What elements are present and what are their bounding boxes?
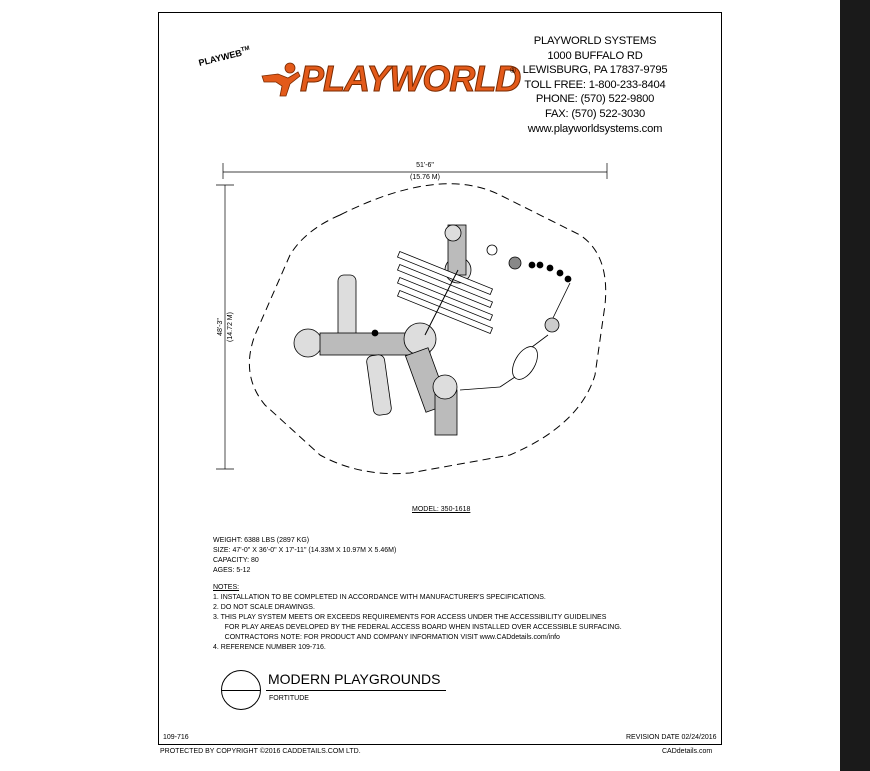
drawing-title: MODERN PLAYGROUNDS — [268, 671, 441, 687]
company-info: PLAYWORLD SYSTEMS 1000 BUFFALO RD LEWISB… — [520, 34, 670, 136]
company-line: 1000 BUFFALO RD — [547, 49, 643, 62]
note-item: 3. THIS PLAY SYSTEM MEETS OR EXCEEDS REQ… — [213, 614, 607, 621]
spec-size: SIZE: 47'-0" X 36'-0" X 17'-11" (14.33M … — [213, 547, 397, 554]
width-dimension-m: (15.76 M) — [410, 174, 440, 181]
viewer-background — [840, 0, 870, 771]
specifications: WEIGHT: 6388 LBS (2897 KG) SIZE: 47'-0" … — [213, 536, 396, 576]
company-line: LEWISBURG, PA 17837-9795 — [522, 64, 668, 77]
note-item: 2. DO NOT SCALE DRAWINGS. — [213, 604, 315, 611]
width-dimension — [222, 163, 608, 179]
rope-path — [459, 244, 572, 391]
drawing-border — [158, 12, 722, 745]
title-underline — [266, 690, 446, 691]
company-line: FAX: (570) 522-3030 — [544, 107, 646, 120]
model-number: MODEL: 350-1618 — [412, 506, 471, 513]
spec-ages: AGES: 5-12 — [213, 567, 251, 574]
title-symbol — [221, 670, 261, 710]
company-line: PHONE: (570) 522-9800 — [535, 93, 655, 106]
company-line: PLAYWORLD SYSTEMS — [533, 35, 657, 47]
footer-site: CADdetails.com — [662, 748, 713, 755]
play-structure — [293, 224, 472, 436]
use-zone-outline — [248, 183, 607, 475]
reference-number: 109-716 — [163, 734, 189, 741]
playworld-logo: PLAYWORLD — [299, 58, 521, 100]
spec-weight: WEIGHT: 6388 LBS (2897 KG) — [213, 537, 310, 544]
note-item: 1. INSTALLATION TO BE COMPLETED IN ACCOR… — [213, 594, 546, 601]
width-dimension-ft: 51'-6" — [416, 162, 434, 169]
registered-mark: ® — [510, 66, 516, 75]
notes-section: NOTES: 1. INSTALLATION TO BE COMPLETED I… — [213, 583, 622, 653]
note-item: CONTRACTORS NOTE: FOR PRODUCT AND COMPAN… — [213, 634, 560, 641]
copyright-notice: PROTECTED BY COPYRIGHT ©2016 CADDETAILS.… — [160, 748, 361, 755]
revision-date: REVISION DATE 02/24/2016 — [626, 734, 717, 741]
playworld-figure-icon — [261, 62, 301, 97]
height-dimension-ft: 48'-3" — [217, 318, 224, 336]
drawing-subtitle: FORTITUDE — [269, 695, 309, 702]
company-website: www.playworldsystems.com — [527, 122, 663, 135]
height-dimension-m: (14.72 M) — [227, 312, 234, 342]
company-line: TOLL FREE: 1-800-233-8404 — [524, 78, 666, 91]
parallel-climbers — [396, 250, 494, 335]
spec-capacity: CAPACITY: 80 — [213, 557, 259, 564]
note-item: FOR PLAY AREAS DEVELOPED BY THE FEDERAL … — [213, 624, 622, 631]
notes-heading: NOTES: — [213, 584, 240, 591]
note-item: 4. REFERENCE NUMBER 109-716. — [213, 644, 326, 651]
playground-plan-drawing: 51'-6" (15.76 M) 48'-3" (14.72 M) — [216, 162, 608, 475]
height-dimension — [216, 184, 234, 470]
